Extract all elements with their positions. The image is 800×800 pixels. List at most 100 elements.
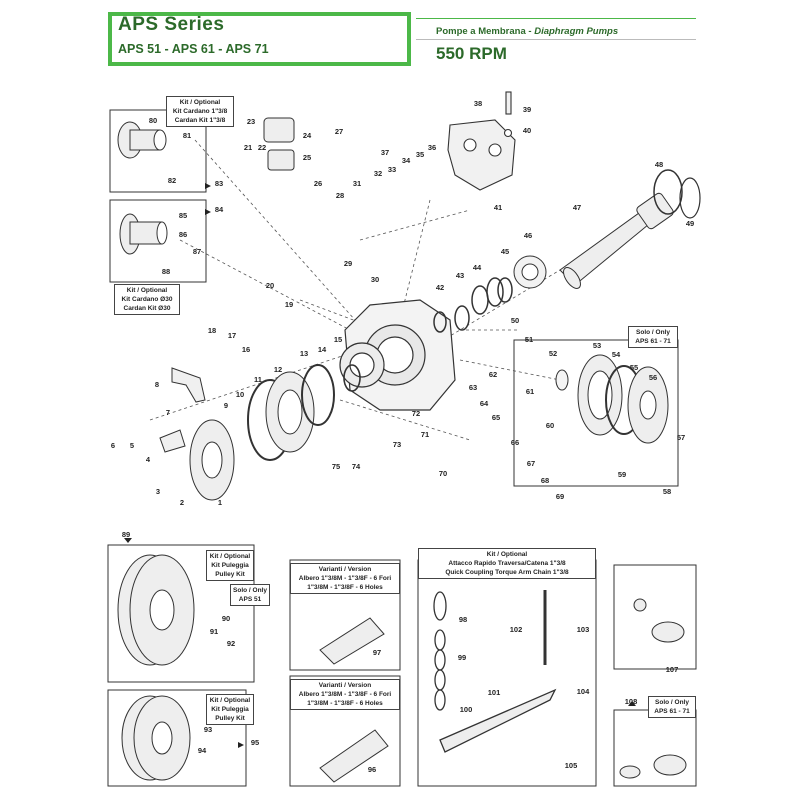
part-number-13: 13 <box>300 349 308 358</box>
kit-label-cardan-38: Kit / Optional Kit Cardano 1"3/8 Cardan … <box>166 96 234 127</box>
part-number-41: 41 <box>494 203 502 212</box>
part-number-28: 28 <box>336 191 344 200</box>
part-number-40: 40 <box>523 126 531 135</box>
arrow-108 <box>628 701 636 706</box>
kit-label-pulley-93: Kit / Optional Kit Puleggia Pulley Kit <box>206 694 254 725</box>
part-number-45: 45 <box>501 247 509 256</box>
kit-box-pulley-93 <box>107 689 247 787</box>
part-number-93: 93 <box>204 725 212 734</box>
arrow-89 <box>124 538 132 543</box>
part-number-102: 102 <box>510 625 523 634</box>
part-number-92: 92 <box>227 639 235 648</box>
part-number-31: 31 <box>353 179 361 188</box>
part-number-12: 12 <box>274 365 282 374</box>
part-number-62: 62 <box>489 370 497 379</box>
kit-label-shaft-97: Varianti / Version Albero 1"3/8M - 1"3/8… <box>290 563 400 594</box>
part-number-104: 104 <box>577 687 590 696</box>
part-number-64: 64 <box>480 399 489 408</box>
part-number-99: 99 <box>458 653 466 662</box>
part-number-21: 21 <box>244 143 252 152</box>
part-number-48: 48 <box>655 160 663 169</box>
part-number-108: 108 <box>625 697 638 706</box>
part-number-58: 58 <box>663 487 671 496</box>
kit-box-cardan-30 <box>109 199 207 283</box>
part-number-97: 97 <box>373 648 381 657</box>
part-number-39: 39 <box>523 105 531 114</box>
kit-label-solo-51: Solo / Only APS 51 <box>230 584 270 606</box>
part-number-51: 51 <box>525 335 533 344</box>
part-number-30: 30 <box>371 275 379 284</box>
part-number-9: 9 <box>224 401 228 410</box>
part-number-43: 43 <box>456 271 464 280</box>
kit-box-solo-6171 <box>513 339 679 487</box>
part-number-74: 74 <box>352 462 361 471</box>
part-number-15: 15 <box>334 335 342 344</box>
part-number-75: 75 <box>332 462 340 471</box>
part-number-11: 11 <box>254 375 262 384</box>
header-divider <box>416 18 696 19</box>
part-number-85: 85 <box>179 211 187 220</box>
part-number-34: 34 <box>402 156 411 165</box>
part-number-6: 6 <box>111 441 115 450</box>
kit-box-shaft-97 <box>289 559 401 671</box>
part-number-26: 26 <box>314 179 322 188</box>
kit-label-cardan-30: Kit / Optional Kit Cardano Ø30 Cardan Ki… <box>114 284 180 315</box>
part-number-96: 96 <box>368 765 376 774</box>
part-number-36: 36 <box>428 143 436 152</box>
part-number-49: 49 <box>686 219 694 228</box>
part-number-98: 98 <box>459 615 467 624</box>
part-number-83: 83 <box>215 179 223 188</box>
part-number-107: 107 <box>666 665 679 674</box>
part-number-7: 7 <box>166 408 170 417</box>
part-number-82: 82 <box>168 176 176 185</box>
part-number-37: 37 <box>381 148 389 157</box>
part-number-4: 4 <box>146 455 151 464</box>
part-number-53: 53 <box>593 341 601 350</box>
part-number-56: 56 <box>649 373 657 382</box>
part-number-69: 69 <box>556 492 564 501</box>
part-number-3: 3 <box>156 487 160 496</box>
part-number-20: 20 <box>266 281 274 290</box>
kit-box-shaft-96 <box>289 675 401 787</box>
header-title-box <box>108 12 411 66</box>
part-number-33: 33 <box>388 165 396 174</box>
part-number-71: 71 <box>421 430 429 439</box>
part-number-17: 17 <box>228 331 236 340</box>
part-number-63: 63 <box>469 383 477 392</box>
part-number-67: 67 <box>527 459 535 468</box>
part-number-2: 2 <box>180 498 184 507</box>
part-number-84: 84 <box>215 205 224 214</box>
part-number-66: 66 <box>511 438 519 447</box>
part-number-89: 89 <box>122 530 130 539</box>
part-number-57: 57 <box>677 433 685 442</box>
part-number-32: 32 <box>374 169 382 178</box>
part-number-27: 27 <box>335 127 343 136</box>
part-number-105: 105 <box>565 761 578 770</box>
pump-type-label: Pompe a Membrana - Diaphragm Pumps <box>436 26 618 37</box>
part-number-24: 24 <box>303 131 312 140</box>
part-number-1: 1 <box>218 498 222 507</box>
part-number-22: 22 <box>258 143 266 152</box>
part-number-68: 68 <box>541 476 549 485</box>
kit-label-quick-coupling: Kit / Optional Attacco Rapido Traversa/C… <box>418 548 596 579</box>
part-number-94: 94 <box>198 746 207 755</box>
kit-label-shaft-96: Varianti / Version Albero 1"3/8M - 1"3/8… <box>290 679 400 710</box>
kit-box-107 <box>613 564 697 670</box>
kit-label-pulley-90: Kit / Optional Kit Puleggia Pulley Kit <box>206 550 254 581</box>
models-subtitle: APS 51 - APS 61 - APS 71 <box>118 42 269 56</box>
kit-label-solo-6171-bottom: Solo / Only APS 61 - 71 <box>648 696 696 718</box>
kit-box-pulley-90 <box>107 544 255 683</box>
part-number-54: 54 <box>612 350 621 359</box>
part-number-59: 59 <box>618 470 626 479</box>
part-number-87: 87 <box>193 247 201 256</box>
part-number-18: 18 <box>208 326 216 335</box>
series-title: APS Series <box>118 14 225 35</box>
part-number-65: 65 <box>492 413 500 422</box>
part-number-19: 19 <box>285 300 293 309</box>
part-number-88: 88 <box>162 267 170 276</box>
part-number-8: 8 <box>155 380 159 389</box>
kit-box-cardan-38 <box>109 109 207 193</box>
header-divider-2 <box>416 39 696 40</box>
part-number-86: 86 <box>179 230 187 239</box>
